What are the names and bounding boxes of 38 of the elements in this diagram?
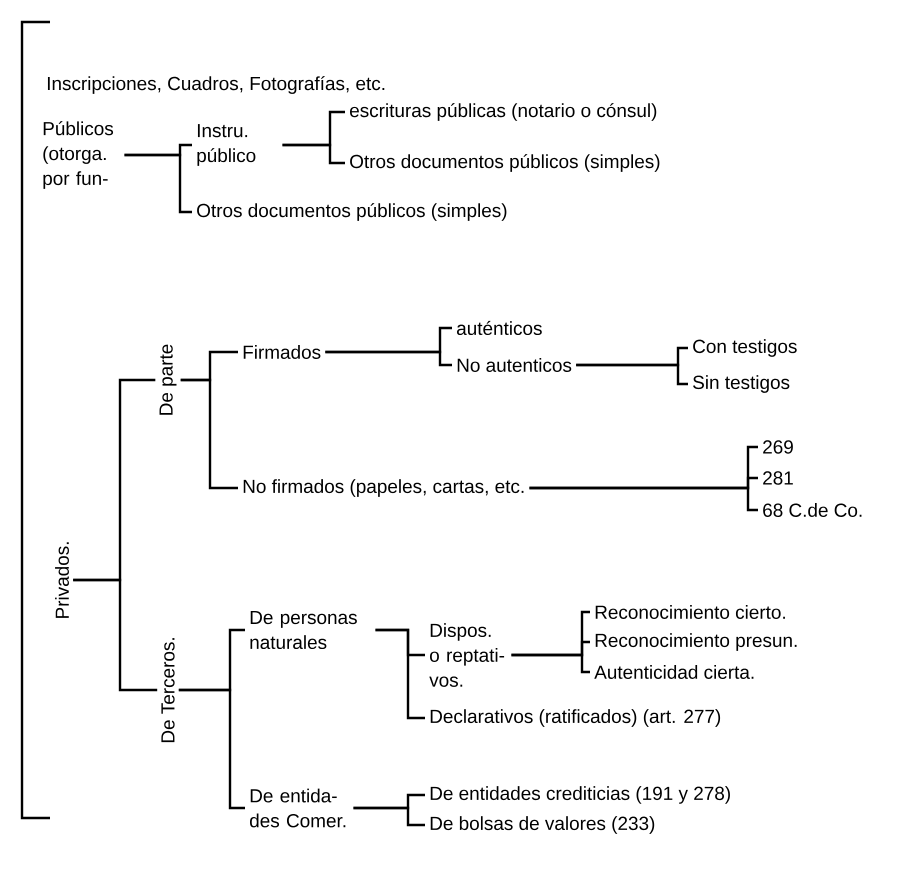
category-label: Otros documentos públicos (simples): [197, 203, 506, 221]
category-label: Con testigos: [693, 339, 797, 357]
bracket-line: [529, 486, 758, 512]
category-label: Inscripciones, Cuadros, Fotografías, etc.: [48, 76, 384, 94]
rotated-label: De parte: [160, 344, 176, 415]
rotated-label: Privados.: [55, 542, 69, 618]
bracket-line: [282, 144, 345, 164]
bracket-line: [353, 806, 425, 826]
category-label: De entidades crediticias (191 y 278): [430, 786, 730, 804]
category-label: Dispos. o reptati- vos.: [429, 623, 504, 687]
category-label: Reconocimiento presun.: [596, 633, 797, 651]
category-label: auténticos: [457, 320, 542, 336]
category-label: De personas naturales: [250, 610, 357, 650]
category-label: Autenticidad cierta.: [594, 665, 754, 679]
bracket-line: [180, 378, 238, 490]
bracket-line: [511, 654, 590, 674]
category-label: Firmados: [244, 345, 320, 359]
bracket-line: [124, 154, 192, 214]
category-label: Reconocimiento cierto.: [596, 605, 785, 619]
category-label: 281: [763, 471, 793, 485]
bracket-line: [375, 628, 425, 720]
bracket-line: [73, 578, 158, 692]
bracket-line: [178, 688, 245, 810]
bracket-line: [576, 364, 688, 386]
category-label: Instru. público: [197, 124, 256, 166]
category-label: Declarativos (ratificados) (art. 277): [430, 709, 720, 727]
category-label: De entida- des Comer.: [250, 788, 346, 828]
category-label: 68 C.de Co.: [763, 503, 862, 517]
category-label: De bolsas de valores (233): [430, 816, 654, 834]
category-label: Sin testigos: [693, 375, 790, 393]
category-label: Otros documentos públicos (simples): [350, 154, 660, 172]
rotated-label: De Terceros.: [161, 638, 175, 742]
category-label: Públicos (otorga. por fun-: [43, 121, 114, 189]
category-label: escrituras públicas (notario o cónsul): [350, 103, 656, 121]
bracket-line: [325, 350, 452, 366]
category-label: No firmados (papeles, cartas, etc.: [244, 479, 524, 497]
category-label: 269: [763, 440, 793, 454]
category-label: No autenticos: [458, 358, 572, 372]
